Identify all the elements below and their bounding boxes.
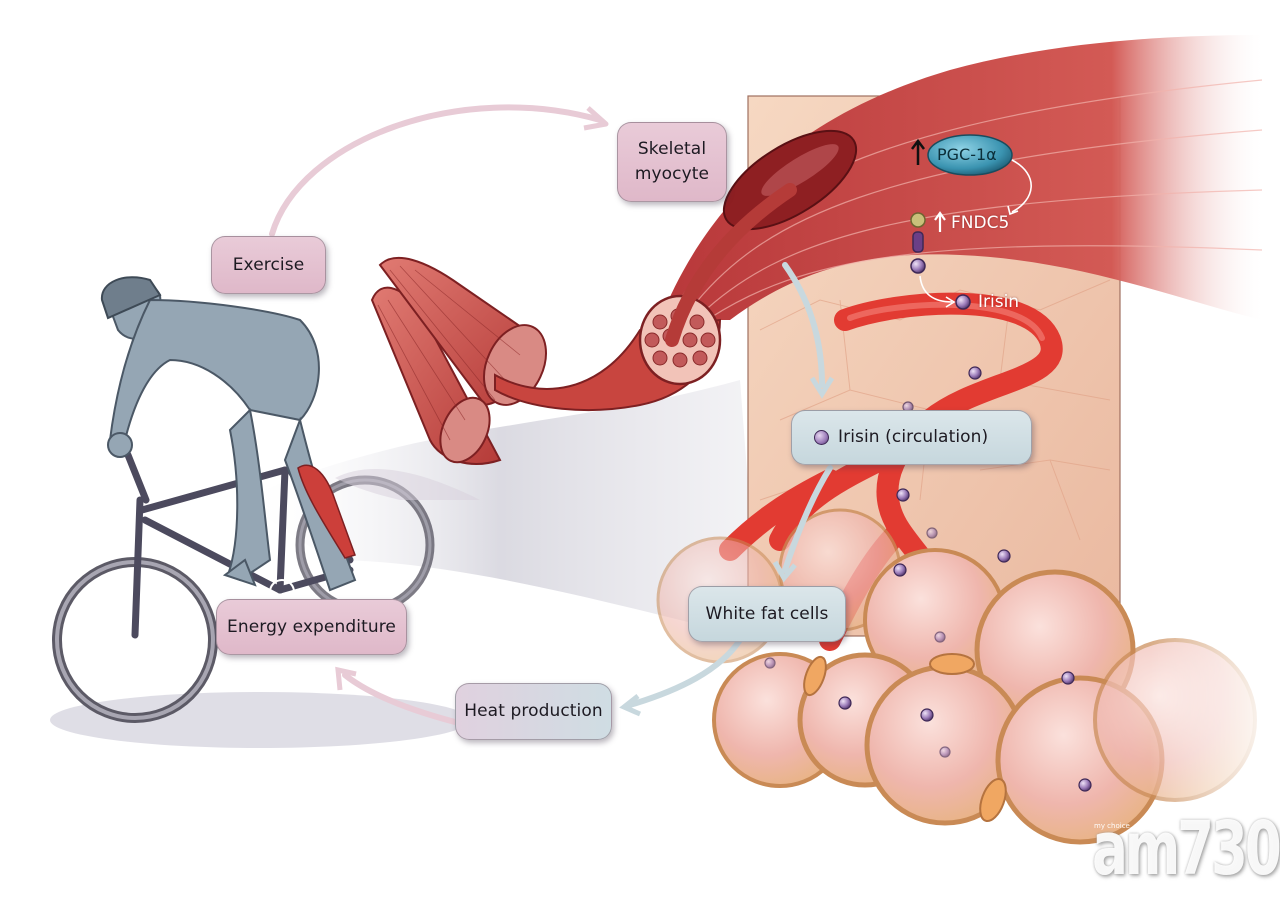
- right-fade: [1150, 560, 1280, 860]
- skeletal-myocyte-line1: Skeletal: [637, 139, 707, 159]
- energy-expenditure-text: Energy expenditure: [227, 616, 396, 637]
- up-arrow-pgc: [911, 138, 925, 165]
- arrowhead-exercise: [583, 106, 609, 131]
- skeletal-myocyte-label: Skeletal myocyte: [617, 122, 727, 202]
- arrowhead-energy: [335, 666, 357, 691]
- pgc-oval: [927, 134, 1013, 176]
- irisin-molecules: [764, 366, 1092, 792]
- heat-production-text: Heat production: [464, 701, 603, 721]
- white-fat-cells-label: White fat cells: [688, 586, 846, 642]
- cyclist: [103, 279, 357, 592]
- irisin-circulation-label: Irisin (circulation): [791, 410, 1032, 465]
- irisin-circulation-text: Irisin (circulation): [838, 427, 989, 447]
- nucleus-highlight: [761, 144, 839, 196]
- pgc-label: PGC-1α: [937, 145, 997, 164]
- arrowhead-circulation: [809, 376, 835, 399]
- arrow-fat-to-heat: [627, 637, 743, 708]
- fndc5-label: FNDC5: [951, 213, 1009, 233]
- energy-expenditure-label: Energy expenditure: [216, 599, 407, 655]
- watermark-tagline: my choice, my paper: [1094, 822, 1168, 830]
- arrow-heat-to-energy: [342, 672, 458, 725]
- arrow-pgc-to-fndc5: [1011, 159, 1032, 213]
- arrow-circulation-to-fat: [782, 465, 833, 573]
- fndc5-protein: [910, 212, 926, 274]
- exercise-label: Exercise: [211, 236, 326, 294]
- exercise-label-text: Exercise: [232, 254, 305, 275]
- muscle-bundle-cross-section-2: [439, 396, 491, 464]
- irisin-label-text: Irisin: [978, 292, 1020, 312]
- irisin-dot-icon: [814, 430, 829, 445]
- magnification-cone: [335, 469, 480, 500]
- heat-production-label: Heat production: [455, 683, 612, 740]
- myocyte-fiber: [660, 35, 1262, 320]
- helmet: [100, 276, 162, 320]
- irisin-released-dot: [955, 294, 971, 310]
- arrowhead-heat: [619, 694, 642, 717]
- myofibril-strand: [665, 183, 797, 347]
- ground-shadow: [50, 692, 470, 748]
- pgc-label-text: PGC-1α: [937, 145, 997, 164]
- arrow-myocyte-to-circulation: [782, 262, 825, 388]
- cone-striations: [377, 265, 521, 441]
- irisin-label: Irisin: [978, 292, 1019, 312]
- watermark-logo: am730: [1092, 806, 1280, 892]
- calf-muscle: [297, 464, 356, 559]
- arrow-fndc5-to-irisin: [919, 275, 953, 303]
- shadow-swoosh: [240, 380, 760, 640]
- arrowhead-fndc5-to-irisin: [945, 296, 956, 308]
- arrowhead-fat: [772, 560, 797, 583]
- arrowhead-pgc-to-fndc5: [1007, 205, 1019, 216]
- white-fat-cells-text: White fat cells: [705, 603, 829, 624]
- arrow-exercise-to-myocyte: [269, 104, 603, 237]
- fndc5-label-text: FNDC5: [951, 213, 1010, 233]
- skeletal-myocyte-line2: myocyte: [634, 164, 710, 184]
- up-arrow-fndc5: [934, 211, 946, 232]
